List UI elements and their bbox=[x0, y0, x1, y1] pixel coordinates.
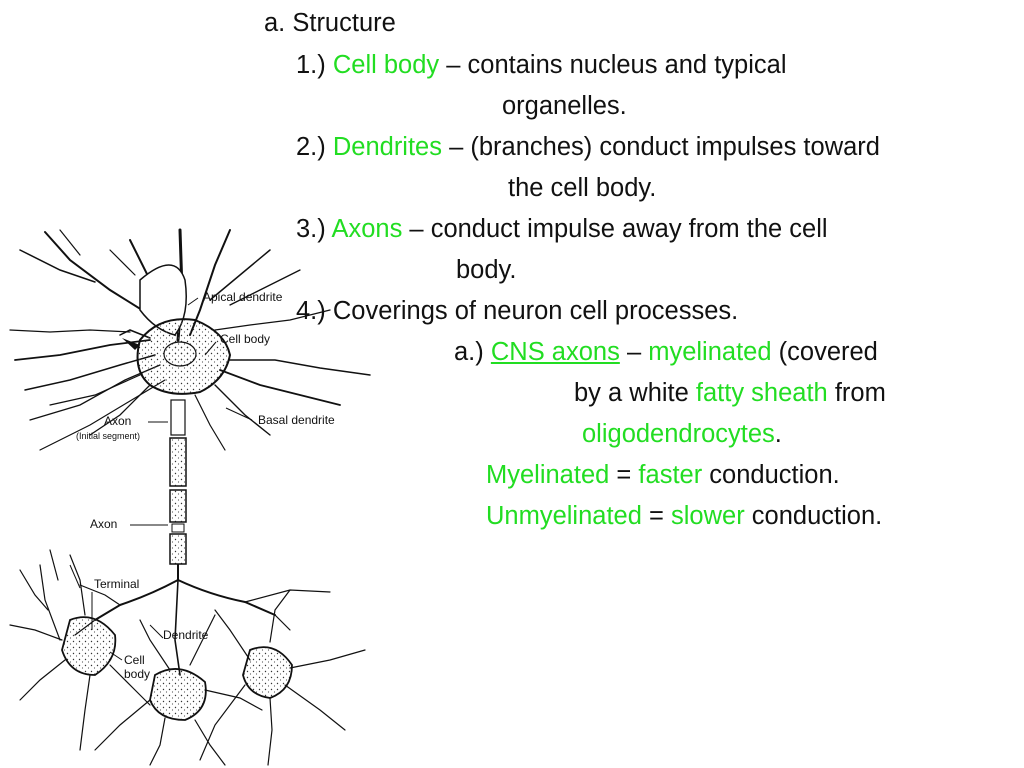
myelinated-line-text: conduction. bbox=[709, 461, 840, 489]
item-2-continuation: the cell body. bbox=[508, 173, 656, 203]
sub-a-dash: – bbox=[626, 338, 642, 366]
item-3-text: – conduct impulse away from the cell bbox=[409, 215, 828, 243]
sub-a-line: a.) CNS axons – myelinated (covered bbox=[454, 337, 878, 367]
label-basal-dendrite: Basal dendrite bbox=[258, 413, 335, 427]
label-axon-initial: Axon bbox=[104, 414, 131, 428]
lower-neurons bbox=[9, 549, 366, 766]
item-2-term: Dendrites bbox=[332, 133, 442, 161]
structure-label: a. Structure bbox=[264, 9, 396, 37]
unmyelinated-line: Unmyelinated = slower conduction. bbox=[486, 501, 882, 531]
item-1-text: – contains nucleus and typical bbox=[446, 51, 787, 79]
unmyelinated-equals: = bbox=[649, 502, 664, 530]
apical-soma bbox=[139, 264, 187, 336]
unmyelinated-line-text: conduction. bbox=[751, 502, 883, 530]
heading-structure: a. Structure bbox=[264, 8, 396, 38]
label-cell-body: Cell body bbox=[220, 332, 270, 346]
sub-a-line-2-post: from bbox=[834, 379, 886, 407]
label-dendrite: Dendrite bbox=[163, 628, 209, 642]
basal-dendrites bbox=[49, 359, 371, 451]
label-apical-dendrite: Apical dendrite bbox=[203, 290, 283, 304]
item-1-term: Cell body bbox=[332, 51, 440, 79]
oligodendrocytes-term: oligodendrocytes bbox=[582, 420, 775, 448]
item-2-text: – (branches) conduct impulses toward bbox=[449, 133, 880, 161]
item-3-line: 3.) Axons – conduct impulse away from th… bbox=[296, 214, 828, 244]
neuron-diagram: Apical dendrite Cell body Axon (Initial … bbox=[9, 228, 371, 766]
item-4-text: 4.) Coverings of neuron cell processes. bbox=[296, 297, 739, 325]
item-2-cont-text: the cell body. bbox=[508, 174, 657, 202]
unmyelinated-term: Unmyelinated bbox=[486, 502, 642, 530]
sub-a-line-3-period: . bbox=[774, 420, 782, 448]
slower-term: slower bbox=[671, 502, 745, 530]
leader-lines bbox=[69, 297, 253, 661]
myelinated-equals: = bbox=[616, 461, 632, 489]
myelinated-line: Myelinated = faster conduction. bbox=[486, 460, 840, 490]
sub-a-line-2-pre: by a white bbox=[574, 379, 689, 407]
item-3-continuation: body. bbox=[456, 255, 517, 285]
item-1-number: 1.) bbox=[296, 51, 326, 79]
label-axon: Axon bbox=[90, 517, 117, 531]
label-initial-segment: (Initial segment) bbox=[76, 431, 140, 441]
item-3-number: 3.) bbox=[296, 215, 326, 243]
cns-axons-term: CNS axons bbox=[490, 338, 620, 366]
myelinated-term: myelinated bbox=[648, 338, 772, 366]
sub-a-number: a.) bbox=[454, 338, 484, 366]
item-3-term: Axons bbox=[331, 215, 403, 243]
item-4-line: 4.) Coverings of neuron cell processes. bbox=[296, 296, 738, 326]
item-3-cont-text: body. bbox=[456, 256, 517, 284]
label-terminal: Terminal bbox=[94, 577, 139, 591]
item-1-cont-text: organelles. bbox=[502, 92, 627, 120]
axon bbox=[169, 399, 187, 580]
sub-a-line-2: by a white fatty sheath from bbox=[574, 378, 886, 408]
fatty-sheath-term: fatty sheath bbox=[695, 379, 828, 407]
cell-body-main bbox=[122, 318, 232, 395]
item-2-number: 2.) bbox=[296, 133, 326, 161]
faster-term: faster bbox=[638, 461, 703, 489]
sub-a-text: (covered bbox=[778, 338, 878, 366]
label-cell-body-2-line-2: body bbox=[124, 667, 150, 681]
item-1-continuation: organelles. bbox=[502, 91, 627, 121]
item-1-line: 1.) Cell body – contains nucleus and typ… bbox=[296, 50, 786, 80]
item-2-line: 2.) Dendrites – (branches) conduct impul… bbox=[296, 132, 880, 162]
sub-a-line-3: oligodendrocytes. bbox=[582, 419, 782, 449]
myelinated-line-term: Myelinated bbox=[486, 461, 610, 489]
label-cell-body-2-line-1: Cell bbox=[124, 653, 145, 667]
